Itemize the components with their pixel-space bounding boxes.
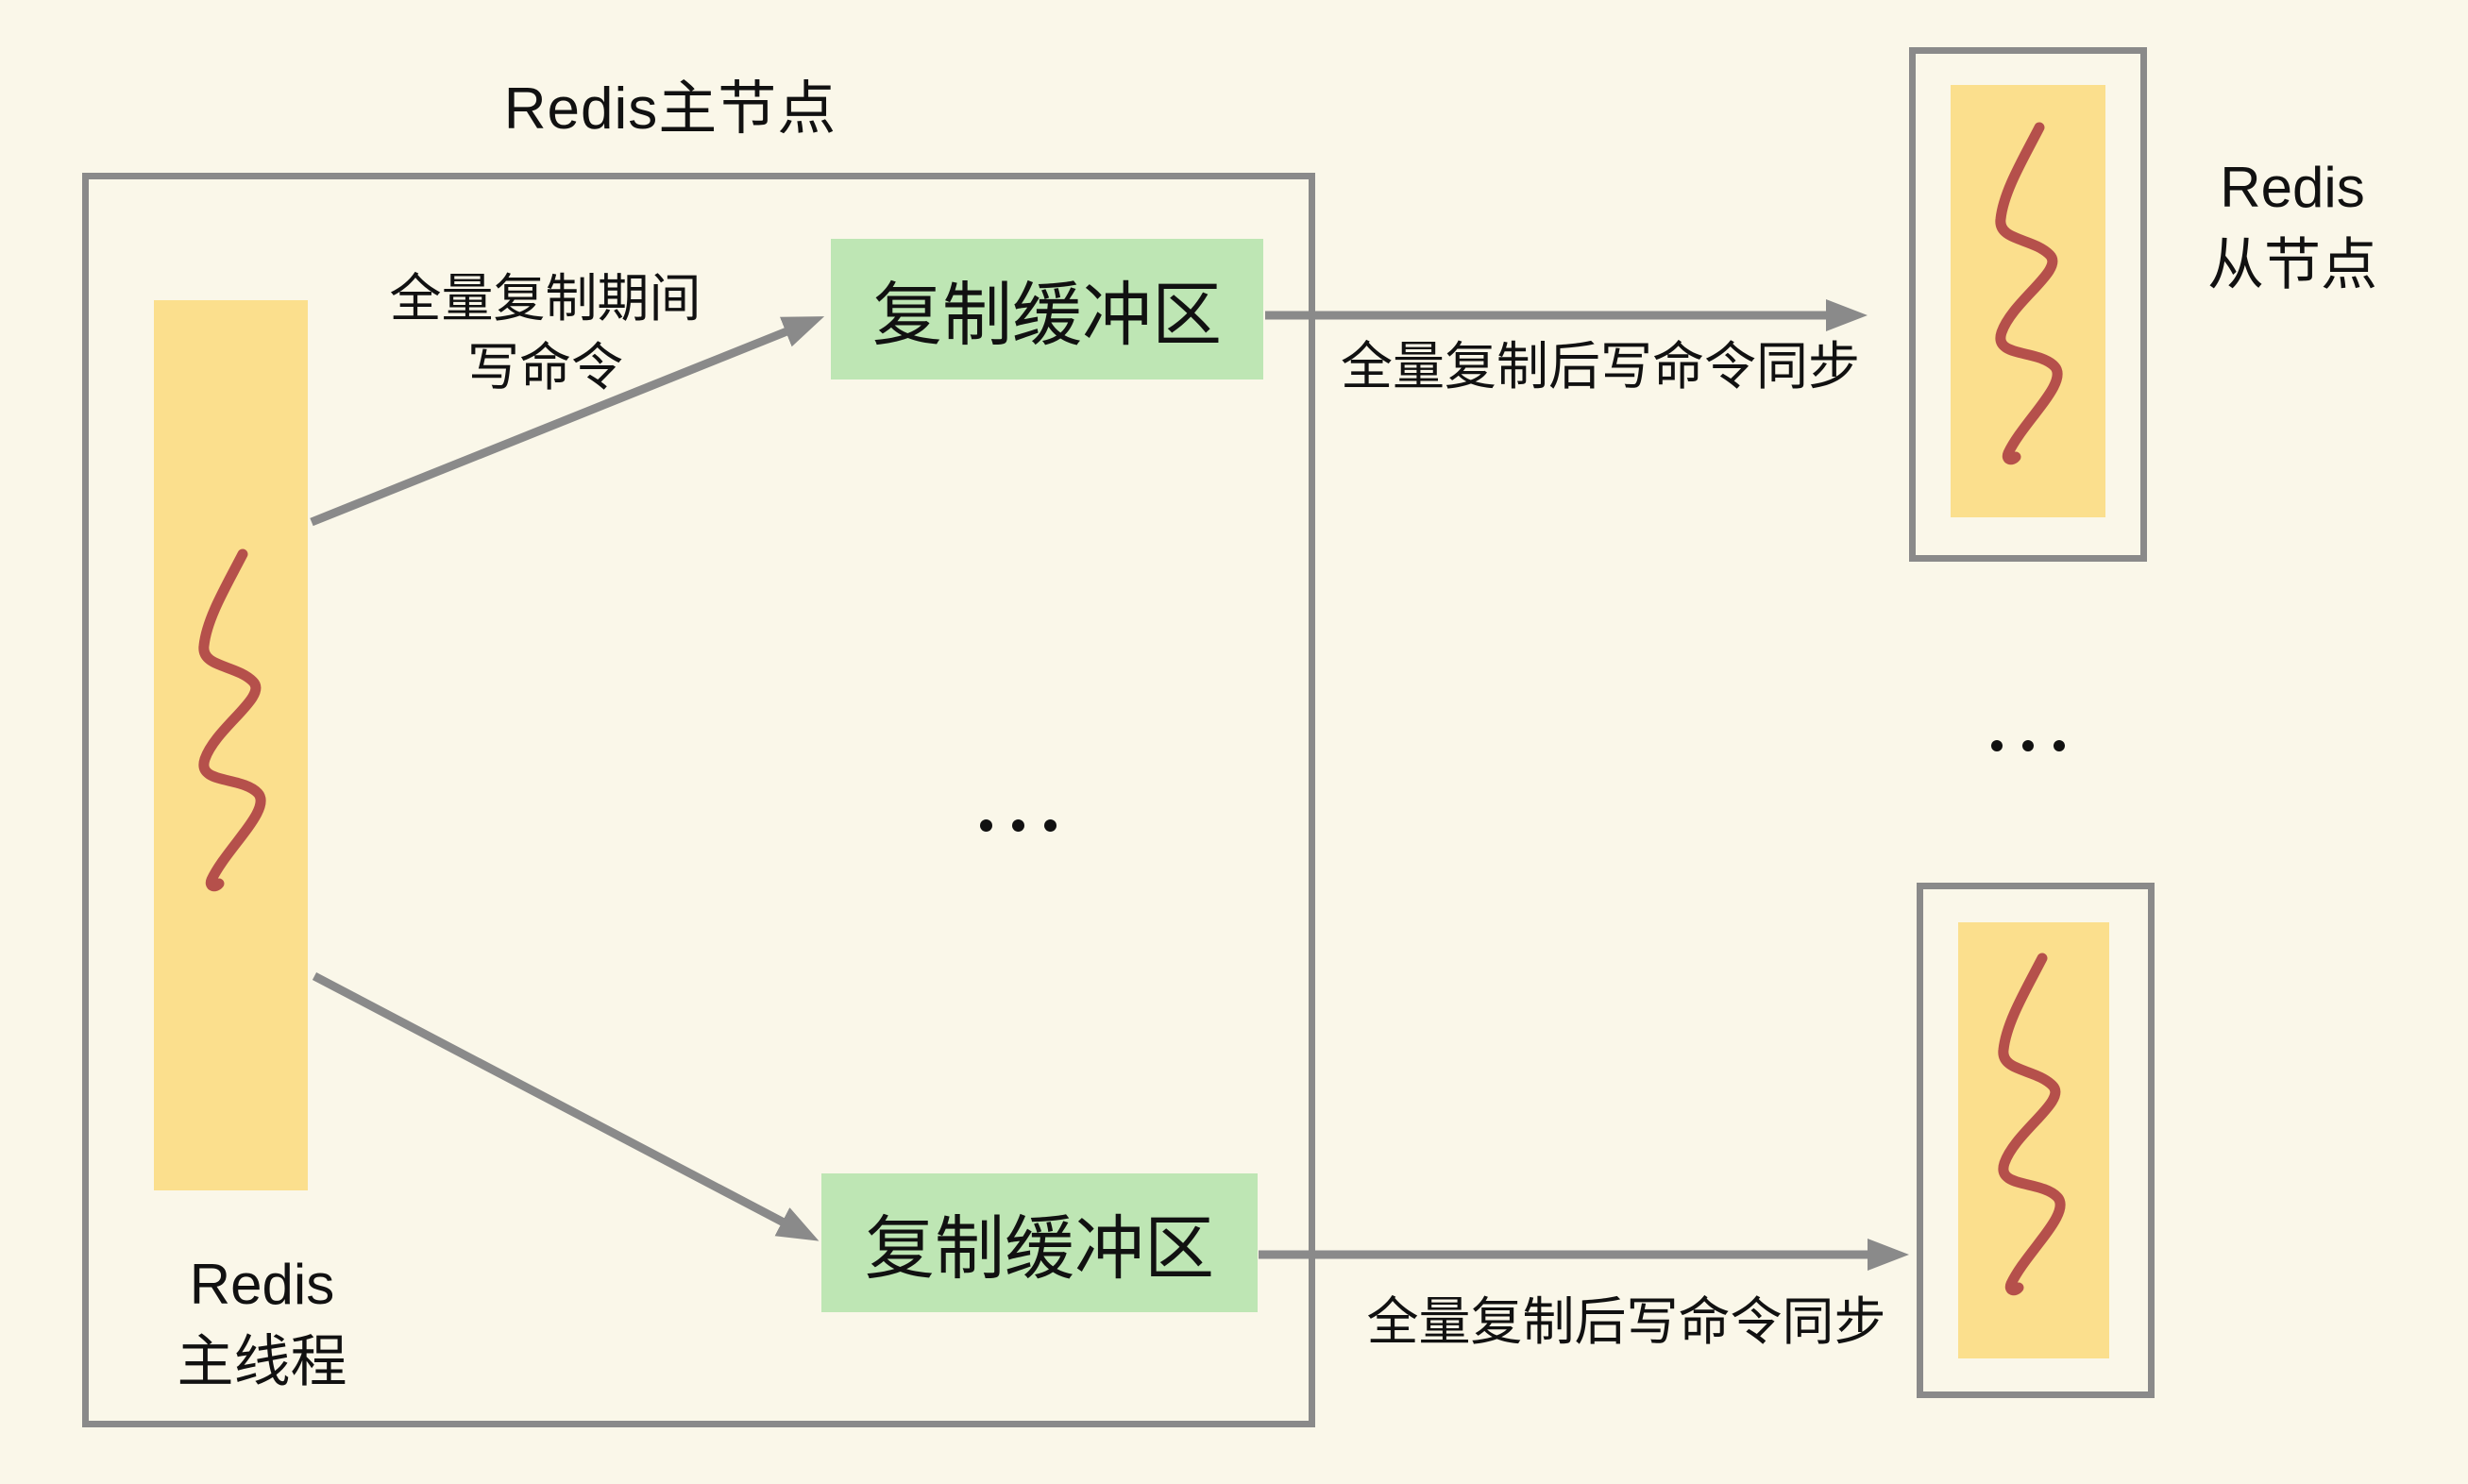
replication-buffer-top: 复制缓冲区	[831, 239, 1263, 379]
label-during-full-copy-line1: 全量复制期间	[389, 269, 702, 328]
label-master-main-thread: Redis 主线程	[142, 1246, 382, 1401]
replication-buffer-top-label: 复制缓冲区	[872, 276, 1222, 354]
slave-node-box-bottom	[1917, 883, 2155, 1398]
master-node-box	[82, 173, 1315, 1427]
ellipsis-dot	[2054, 740, 2065, 751]
ellipsis-dot	[1991, 740, 2003, 751]
master-node-title: Redis主节点	[503, 76, 837, 142]
ellipsis-dot	[2022, 740, 2034, 751]
slave-thread-bar-bottom	[1958, 922, 2109, 1358]
ellipsis-right	[1991, 740, 2065, 751]
label-after-full-copy-top: 全量复制后写命令同步	[1340, 337, 1860, 396]
label-slave-node-line2: 从节点	[2207, 233, 2377, 296]
label-during-full-copy-line2: 写命令	[466, 338, 623, 396]
label-slave-node: Redis 从节点	[2170, 149, 2415, 304]
label-after-full-copy-bottom: 全量复制后写命令同步	[1366, 1292, 1886, 1351]
ellipsis-dot	[1044, 819, 1057, 832]
slave-node-box-top	[1909, 47, 2147, 562]
ellipsis-middle	[980, 819, 1057, 832]
label-slave-node-line1: Redis	[2220, 156, 2365, 219]
ellipsis-dot	[1012, 819, 1024, 832]
master-thread-bar	[154, 300, 308, 1190]
label-master-main-thread-line2: 主线程	[177, 1330, 347, 1393]
replication-buffer-bottom: 复制缓冲区	[821, 1173, 1258, 1312]
ellipsis-dot	[980, 819, 992, 832]
label-master-main-thread-line1: Redis	[189, 1253, 335, 1316]
label-during-full-copy: 全量复制期间 写命令	[363, 264, 727, 402]
replication-buffer-bottom-label: 复制缓冲区	[865, 1209, 1214, 1288]
slave-thread-bar-top	[1951, 85, 2105, 517]
